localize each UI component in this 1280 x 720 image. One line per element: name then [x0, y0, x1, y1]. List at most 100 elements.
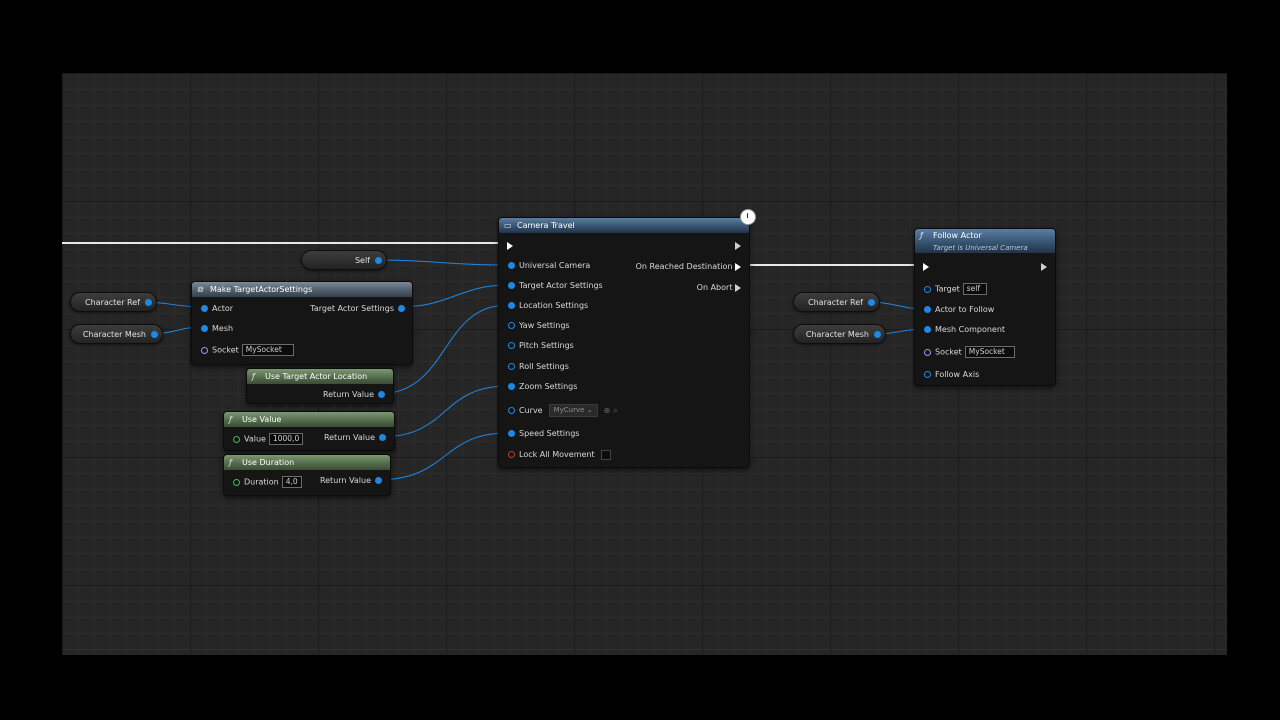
duration-return-pin[interactable]: Return Value	[320, 475, 382, 487]
universal-camera-dot[interactable]	[508, 262, 515, 269]
follow-exec-in-arrow[interactable]	[923, 263, 929, 271]
follow-exec-then-pin[interactable]	[1041, 261, 1047, 273]
pitch-settings-pin[interactable]: Pitch Settings	[508, 340, 574, 352]
make-target-actor-settings-node[interactable]: ⧉ Make TargetActorSettings Actor Mesh So…	[191, 281, 413, 365]
roll-settings-dot[interactable]	[508, 363, 515, 370]
lock-all-movement-pin[interactable]: Lock All Movement	[508, 449, 611, 461]
character-mesh-variable-right[interactable]: Character Mesh	[793, 324, 886, 344]
pitch-settings-dot[interactable]	[508, 342, 515, 349]
character-ref-output-pin[interactable]	[868, 299, 875, 306]
follow-exec-then-arrow[interactable]	[1041, 263, 1047, 271]
make-struct-icon: ⧉	[197, 282, 203, 297]
target-actor-settings-output-label: Target Actor Settings	[310, 304, 394, 313]
value-return-pin[interactable]: Return Value	[324, 432, 386, 444]
on-reached-destination-pin[interactable]: On Reached Destination	[636, 261, 741, 273]
actor-pin-label: Actor	[212, 304, 233, 313]
curve-label: Curve	[519, 406, 543, 415]
camera-travel-title: Camera Travel	[517, 221, 575, 230]
value-return-label: Return Value	[324, 433, 375, 442]
follow-target-dot[interactable]	[924, 286, 931, 293]
character-ref-variable-right[interactable]: Character Ref	[793, 292, 880, 312]
socket-input[interactable]: MySocket	[242, 344, 294, 356]
follow-axis-dot[interactable]	[924, 371, 931, 378]
curve-asset-dropdown[interactable]: MyCurve ⌄	[549, 404, 598, 417]
camera-travel-node[interactable]: ▭ Camera Travel Universal Camera Target …	[498, 217, 750, 468]
character-ref-output-pin[interactable]	[145, 299, 152, 306]
make-settings-header: ⧉ Make TargetActorSettings	[192, 282, 412, 297]
use-value-node[interactable]: ƒ Use Value Value1000,0 Return Value	[223, 411, 395, 451]
follow-actor-node[interactable]: ƒ Follow Actor Target is Universal Camer…	[914, 228, 1056, 386]
duration-input-pin[interactable]: Duration4,0	[233, 476, 302, 488]
yaw-settings-pin[interactable]: Yaw Settings	[508, 320, 570, 332]
mesh-component-dot[interactable]	[924, 326, 931, 333]
target-actor-settings-dot[interactable]	[508, 282, 515, 289]
follow-socket-input[interactable]: MySocket	[965, 346, 1015, 358]
value-pin-dot[interactable]	[233, 436, 240, 443]
camera-node-icon: ▭	[504, 218, 512, 233]
target-actor-settings-output[interactable]: Target Actor Settings	[310, 303, 405, 315]
follow-socket-dot[interactable]	[924, 349, 931, 356]
target-actor-settings-output-dot[interactable]	[398, 305, 405, 312]
on-abort-arrow[interactable]	[735, 284, 741, 292]
mesh-pin[interactable]: Mesh	[201, 323, 233, 335]
follow-target-input[interactable]: self	[963, 283, 987, 295]
follow-socket-label: Socket	[935, 348, 962, 357]
curve-pin[interactable]: Curve MyCurve ⌄ ⊕⌕	[508, 404, 618, 416]
location-return-label: Return Value	[323, 390, 374, 399]
exec-then-arrow[interactable]	[735, 242, 741, 250]
location-settings-pin[interactable]: Location Settings	[508, 300, 588, 312]
on-abort-pin[interactable]: On Abort	[697, 282, 741, 294]
yaw-settings-dot[interactable]	[508, 322, 515, 329]
follow-target-label: Target	[935, 285, 960, 294]
zoom-settings-dot[interactable]	[508, 383, 515, 390]
value-input-pin[interactable]: Value1000,0	[233, 433, 303, 445]
function-icon: ƒ	[920, 229, 923, 243]
curve-dot[interactable]	[508, 407, 515, 414]
follow-target-pin[interactable]: Targetself	[924, 283, 987, 295]
exec-in-arrow[interactable]	[507, 242, 513, 250]
socket-pin[interactable]: SocketMySocket	[201, 344, 294, 356]
actor-pin-dot[interactable]	[201, 305, 208, 312]
speed-settings-dot[interactable]	[508, 430, 515, 437]
roll-settings-pin[interactable]: Roll Settings	[508, 361, 569, 373]
use-target-actor-location-node[interactable]: ƒ Use Target Actor Location Return Value	[246, 368, 394, 404]
socket-pin-dot[interactable]	[201, 347, 208, 354]
actor-pin[interactable]: Actor	[201, 303, 233, 315]
location-return-dot[interactable]	[378, 391, 385, 398]
lock-all-movement-checkbox[interactable]	[601, 450, 611, 460]
actor-to-follow-dot[interactable]	[924, 306, 931, 313]
location-return-pin[interactable]: Return Value	[323, 389, 385, 401]
duration-input[interactable]: 4,0	[282, 476, 302, 488]
on-reached-destination-arrow[interactable]	[735, 263, 741, 271]
use-duration-title: Use Duration	[242, 458, 294, 467]
follow-axis-label: Follow Axis	[935, 370, 979, 379]
duration-pin-dot[interactable]	[233, 479, 240, 486]
use-duration-node[interactable]: ƒ Use Duration Duration4,0 Return Value	[223, 454, 391, 496]
character-ref-variable-left[interactable]: Character Ref	[70, 292, 157, 312]
follow-axis-pin[interactable]: Follow Axis	[924, 369, 979, 381]
mesh-pin-dot[interactable]	[201, 325, 208, 332]
location-settings-dot[interactable]	[508, 302, 515, 309]
browse-asset-icon[interactable]: ⊕	[604, 406, 611, 415]
value-input[interactable]: 1000,0	[269, 433, 303, 445]
value-return-dot[interactable]	[379, 434, 386, 441]
mesh-component-pin[interactable]: Mesh Component	[924, 324, 1005, 336]
exec-then-pin[interactable]	[735, 240, 741, 252]
duration-return-dot[interactable]	[375, 477, 382, 484]
character-mesh-variable-left[interactable]: Character Mesh	[70, 324, 163, 344]
follow-exec-input-pin[interactable]	[923, 261, 929, 273]
universal-camera-pin[interactable]: Universal Camera	[508, 260, 590, 272]
speed-settings-pin[interactable]: Speed Settings	[508, 428, 579, 440]
search-icon[interactable]: ⌕	[613, 406, 617, 415]
self-variable[interactable]: Self	[301, 250, 387, 270]
character-mesh-output-pin[interactable]	[151, 331, 158, 338]
exec-input-pin[interactable]	[507, 240, 513, 252]
follow-socket-pin[interactable]: SocketMySocket	[924, 346, 1015, 358]
self-output-pin[interactable]	[375, 257, 382, 264]
lock-all-movement-dot[interactable]	[508, 451, 515, 458]
yaw-settings-label: Yaw Settings	[519, 321, 570, 330]
actor-to-follow-pin[interactable]: Actor to Follow	[924, 304, 994, 316]
character-mesh-output-pin[interactable]	[874, 331, 881, 338]
target-actor-settings-pin[interactable]: Target Actor Settings	[508, 280, 603, 292]
zoom-settings-pin[interactable]: Zoom Settings	[508, 381, 577, 393]
